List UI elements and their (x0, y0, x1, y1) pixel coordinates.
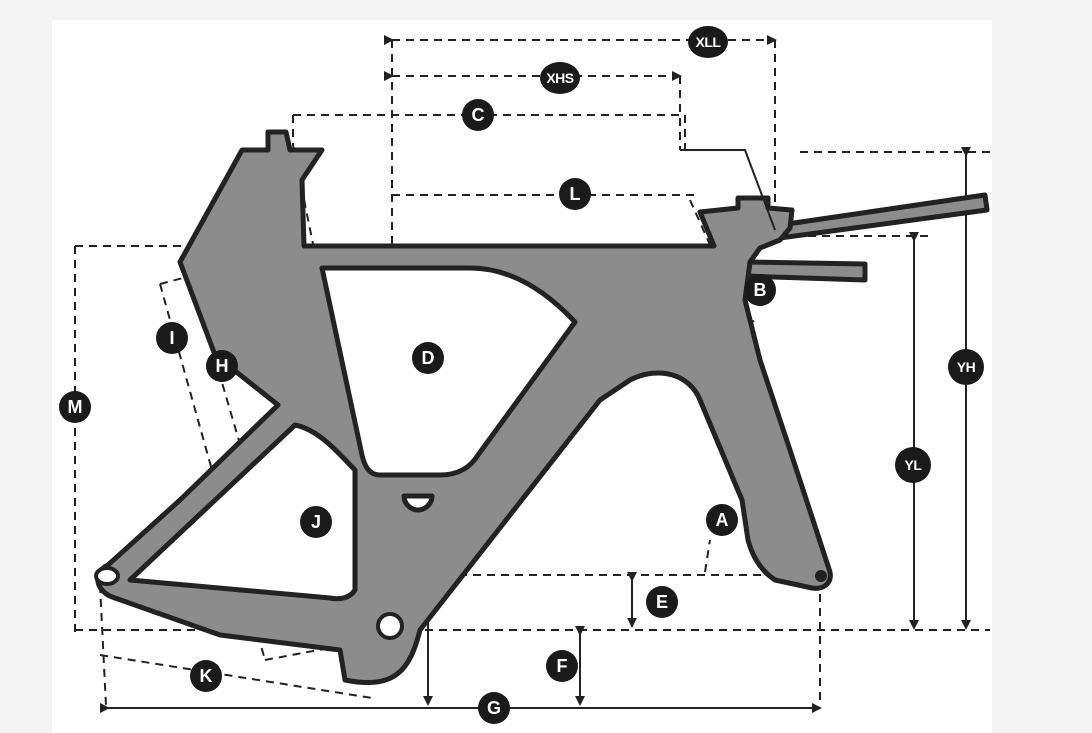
svg-text:D: D (422, 348, 435, 368)
label-i: I (156, 322, 188, 354)
label-yh: YH (948, 349, 984, 385)
svg-text:XHS: XHS (546, 70, 573, 86)
dimension-labels: XLL XHS C L D M I H (59, 26, 984, 724)
label-d: D (412, 342, 444, 374)
svg-text:H: H (216, 356, 229, 376)
svg-text:E: E (656, 592, 668, 612)
label-xll: XLL (688, 26, 728, 58)
bike-frame (94, 129, 990, 686)
svg-text:F: F (557, 656, 568, 676)
label-xhs: XHS (540, 62, 580, 94)
svg-text:K: K (200, 666, 213, 686)
svg-text:I: I (169, 328, 174, 348)
svg-text:M: M (68, 397, 83, 417)
label-j: J (300, 506, 332, 538)
svg-text:XLL: XLL (696, 34, 722, 50)
svg-text:YL: YL (905, 457, 923, 473)
label-yl: YL (895, 447, 931, 483)
frame-slot (401, 493, 435, 513)
stem-outline (680, 149, 776, 231)
rear-dropout (94, 566, 120, 586)
label-e: E (646, 586, 678, 618)
svg-text:YH: YH (957, 359, 976, 375)
aero-extension (757, 192, 990, 243)
svg-text:B: B (754, 280, 767, 300)
label-f: F (546, 650, 578, 682)
label-h: H (206, 350, 238, 382)
front-axle (815, 570, 827, 582)
label-l: L (559, 178, 591, 210)
svg-text:A: A (716, 510, 729, 530)
svg-text:J: J (311, 512, 321, 532)
label-c: C (462, 99, 494, 131)
label-g: G (478, 692, 510, 724)
label-b: B (744, 274, 776, 306)
g-left-vertical (99, 584, 107, 707)
k-line (99, 654, 373, 699)
label-m: M (59, 391, 91, 423)
svg-text:G: G (487, 698, 501, 718)
label-k: K (190, 660, 222, 692)
bottom-bracket (376, 612, 404, 640)
front-triangle-opening (319, 265, 578, 478)
label-a: A (706, 504, 738, 536)
svg-text:L: L (570, 184, 581, 204)
rear-triangle-opening (127, 422, 358, 602)
a-line (704, 539, 711, 573)
geometry-diagram: XLL XHS C L D M I H (52, 20, 992, 733)
svg-text:C: C (472, 105, 485, 125)
